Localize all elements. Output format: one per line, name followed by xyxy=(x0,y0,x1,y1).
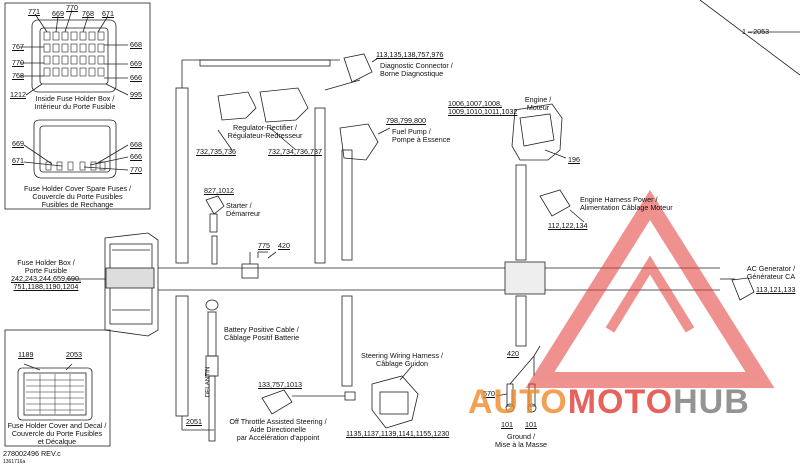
inset-callout: 768 xyxy=(12,71,24,80)
fuel-pump-parts: 798,799,800 xyxy=(386,116,426,125)
diagnostic-parts: 113,135,138,757,976 xyxy=(376,50,444,59)
inset-callout: 669 xyxy=(52,9,64,18)
corner-diagonal xyxy=(699,0,800,76)
regulator-connector-b xyxy=(259,87,309,123)
inset-title: Inside Fuse Holder Box /Intérieur du Por… xyxy=(34,94,116,111)
inset-callout: 671 xyxy=(102,9,114,18)
inset-callout: 669 xyxy=(130,59,142,68)
diagnostic-label: Diagnostic Connector /Borne Diagnostique xyxy=(380,61,453,78)
watermark-logo xyxy=(525,189,775,388)
bottom-part: 2051 xyxy=(186,417,202,426)
starter-junction xyxy=(241,263,259,279)
cover-decal-drawing xyxy=(17,367,93,421)
cover-callout: 1189 xyxy=(18,350,34,359)
spare-callout: 770 xyxy=(130,165,142,174)
throttle-label: Off Throttle Assisted Steering /Aide Dir… xyxy=(229,417,327,442)
starter-parts: 827,1012 xyxy=(204,186,234,195)
spare-callout: 669 xyxy=(12,139,24,148)
ac-generator-label: AC Generator /Générateur CA xyxy=(746,264,796,281)
watermark-text: AUTOMOTOHUB xyxy=(468,383,750,421)
junction-420: 420 xyxy=(278,241,290,250)
spare-callout: 671 xyxy=(12,156,24,165)
left-vertical-branch xyxy=(175,87,189,264)
engine-label: Engine /Moteur xyxy=(524,95,552,112)
inset-callout: 666 xyxy=(130,73,142,82)
fuse-holder-label: Fuse Holder Box /Porte Fusible 242,243,2… xyxy=(11,258,81,291)
spare-title: Fuse Holder Cover Spare Fuses /Couvercle… xyxy=(23,184,132,209)
inset-callout: 668 xyxy=(130,40,142,49)
fuel-pump-connector-drawing xyxy=(339,123,379,161)
spare-callout: 668 xyxy=(130,140,142,149)
battery-tag: DELANTIN xyxy=(204,366,212,398)
regulator-label: Regulator-Rectifier /Régulateur-Redresse… xyxy=(227,123,303,140)
fuse-holder-box-drawing xyxy=(104,232,159,337)
inset-callout: 771 xyxy=(28,7,40,16)
fuse-connector-drawing xyxy=(31,19,117,93)
battery-cable-terminal xyxy=(205,299,219,311)
engine-part-below: 196 xyxy=(568,155,580,164)
throttle-connector-drawing xyxy=(261,389,293,415)
ground-parts-a: 101 xyxy=(501,420,513,429)
throttle-parts: 133,757,1013 xyxy=(258,380,302,389)
engine-harness-parts: 112,122,134 xyxy=(548,221,588,230)
ground-parts-b: 101 xyxy=(525,420,537,429)
regulator-connector-a xyxy=(217,91,257,121)
top-inset-frame xyxy=(4,2,151,210)
engine-harness-connector-drawing xyxy=(539,189,571,217)
fuel-pump-label: Fuel Pump /Pompe à Essence xyxy=(392,127,451,144)
corner-ref: 1→2053 xyxy=(742,27,770,36)
steering-parts: 1135,1137,1139,1141,1155,1230 xyxy=(346,429,450,438)
inset-callout: 995 xyxy=(130,90,142,99)
cover-title: Fuse Holder Cover and Decal /Couvercle d… xyxy=(7,421,107,446)
main-harness xyxy=(158,267,511,291)
engine-parts: 1006,1007,1008,1009,1010,1011,1032 xyxy=(448,99,518,116)
junction-775: 775 xyxy=(258,241,270,250)
inset-callout: 770 xyxy=(12,58,24,67)
engine-drawing xyxy=(511,103,563,161)
revision: 278002496 REV.c xyxy=(3,449,61,458)
starter-label: Starter /Démarreur xyxy=(226,201,261,218)
steering-label: Steering Wiring Harness /Câblage Guidon xyxy=(361,351,443,368)
ac-generator-parts: 113,121,133 xyxy=(756,285,796,294)
center-vertical-branch xyxy=(314,107,326,264)
battery-label: Battery Positive Cable /Câblage Positif … xyxy=(224,325,300,342)
ground-label: Ground /Mise à la Masse xyxy=(495,432,547,449)
inset-callout: 770 xyxy=(66,3,78,12)
engine-harness-label: Engine Harness Power /Alimentation Câbla… xyxy=(580,195,673,212)
regulator-parts-right: 732,734,736,737 xyxy=(268,147,322,156)
diagnostic-connector-drawing xyxy=(343,53,373,83)
ground-callout-570: 570 xyxy=(483,389,495,398)
regulator-parts-left: 732,735,736 xyxy=(196,147,236,156)
harness-junction xyxy=(504,261,546,295)
inset-callout: 767 xyxy=(12,42,24,51)
starter-drawing xyxy=(205,195,225,215)
spare-callout: 666 xyxy=(130,152,142,161)
drawing-code: 1361716a xyxy=(3,459,26,465)
spare-fuse-cover-drawing xyxy=(33,119,117,179)
inset-callout: 1212 xyxy=(10,90,26,99)
cover-callout: 2053 xyxy=(66,350,82,359)
engine-vertical-branch xyxy=(515,164,527,261)
ground-callout-420: 420 xyxy=(507,349,519,358)
cover-inset-frame xyxy=(4,329,111,447)
steering-connector-drawing xyxy=(371,375,419,429)
ac-generator-connector-drawing xyxy=(731,277,755,301)
inset-callout: 768 xyxy=(82,9,94,18)
